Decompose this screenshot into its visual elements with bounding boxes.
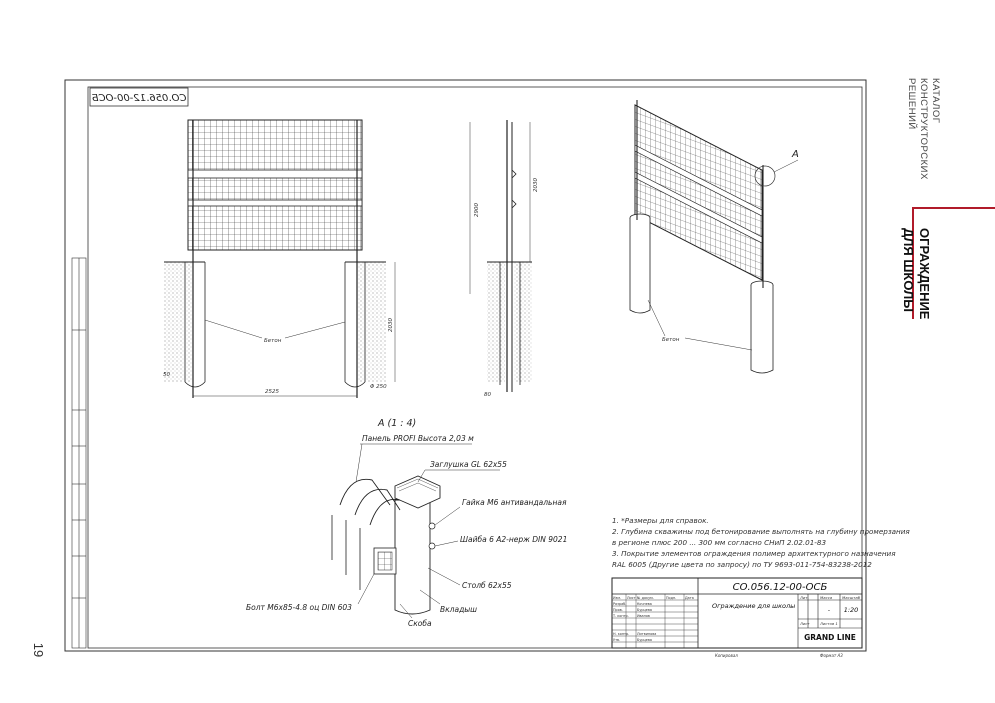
mirrored-code-box: СО.056.12-00-ОСБ: [89, 87, 189, 107]
label-insert: Вкладыш: [440, 605, 477, 614]
col-mass: Масса: [820, 595, 833, 600]
tb-r0-c0: Изм.: [613, 596, 621, 600]
front-dim-height: 2030: [388, 318, 394, 332]
tb-r0-c2: № докум.: [637, 596, 654, 600]
label-panel: Панель PROFI Высота 2,03 м: [362, 434, 474, 443]
col-lit: Лит.: [799, 595, 809, 600]
label-nut: Гайка М6 антивандальная: [462, 498, 567, 507]
copied-label: Копировал: [715, 653, 738, 658]
scale-value: 1:20: [844, 606, 859, 614]
tb-r0-c3: Подп.: [666, 596, 676, 600]
catalog-line-1: КАТАЛОГ: [930, 78, 941, 124]
drawing-border: [87, 86, 863, 649]
side-dim-height: 2030: [533, 178, 539, 192]
front-view: 2525 2030 50 Φ 250 Бетон: [163, 119, 396, 398]
title-block: [611, 577, 863, 649]
col-scale: Масштаб: [842, 595, 861, 600]
catalog-line-2: КОНСТРУКТОРСКИХ: [918, 78, 929, 180]
label-cap: Заглушка GL 62х55: [430, 460, 507, 469]
notes: 1. *Размеры для справок. 2. Глубина сква…: [612, 516, 910, 569]
label-post: Столб 62х55: [462, 581, 512, 590]
side-dim-total: 2900: [474, 203, 480, 217]
sheet-frame: [64, 79, 867, 652]
side-dim-offset: 80: [484, 392, 491, 398]
note-line-1: 1. *Размеры для справок.: [612, 516, 709, 525]
mirrored-code-text: СО.056.12-00-ОСБ: [92, 93, 187, 104]
title-block-text: СО.056.12-00-ОСБ Ограждение для школы Ли…: [612, 582, 861, 658]
sheets-label: Листов 1: [819, 621, 838, 626]
note-line-3: в регионе плюс 200 ... 300 мм согласно С…: [612, 538, 826, 547]
accent-divider: [913, 207, 995, 209]
detail-title: А (1 : 4): [377, 418, 416, 429]
catalog-heading: КАТАЛОГ КОНСТРУКТОРСКИХ РЕШЕНИЙ: [905, 78, 949, 188]
format-label: Формат А3: [820, 653, 843, 658]
note-line-4: 3. Покрытие элементов ограждения полимер…: [612, 549, 896, 558]
tb-r6-c1: Бурцева: [637, 638, 652, 642]
tb-r2-c1: Бурцева: [637, 608, 652, 612]
left-stamp-strip: [71, 257, 87, 649]
tb-r0-c4: Дата: [685, 596, 694, 600]
label-washer: Шайба 6 А2-нерж DIN 9021: [460, 535, 567, 544]
accent-bar: [912, 207, 914, 319]
iso-concrete-label: Бетон: [662, 337, 680, 343]
side-view: 2900 2030 80: [469, 120, 539, 398]
tb-r2-c0: Пров.: [613, 608, 623, 612]
front-dim-width: 2525: [265, 389, 279, 395]
mass-value: -: [828, 607, 830, 614]
sheet-label: Лист: [799, 621, 810, 626]
section-title: ОГРАЖДЕНИЕ ДЛЯ ШКОЛЫ: [900, 228, 950, 338]
catalog-line-3: РЕШЕНИЙ: [906, 78, 917, 130]
section-line-2: ДЛЯ ШКОЛЫ: [901, 228, 916, 312]
tb-r6-c0: Утв.: [613, 638, 620, 642]
technical-drawing: СО.056.12-00-ОСБ 2525 2030 50 Φ 250 Бето…: [64, 79, 910, 658]
tb-r5-c0: Н. контр.: [613, 632, 629, 636]
front-dim-hole: Φ 250: [370, 384, 387, 390]
title-block-code: СО.056.12-00-ОСБ: [733, 582, 828, 593]
tb-r3-c0: Т. контр.: [612, 614, 629, 618]
iso-view: A Бетон: [629, 100, 799, 374]
label-bolt: Болт М6х85-4.8 оц DIN 603: [246, 603, 352, 612]
front-dim-depth: 50: [163, 372, 170, 378]
iso-callout-a: A: [791, 149, 799, 160]
tb-r0-c1: Лист: [627, 596, 636, 600]
title-block-name: Ограждение для школы: [712, 602, 795, 610]
section-line-1: ОГРАЖДЕНИЕ: [917, 228, 932, 320]
note-line-2: 2. Глубина скважины под бетонирование вы…: [612, 527, 910, 536]
front-concrete-label: Бетон: [264, 338, 282, 344]
note-line-5: RAL 6005 (Другие цвета по запросу) по ТУ…: [612, 560, 872, 569]
detail-view: А (1 : 4) Панель PROFI Высота 2,03 м Заг…: [246, 418, 567, 628]
brand-logo: GRAND LINE: [804, 633, 856, 642]
tb-r1-c0: Разраб.: [613, 602, 626, 606]
tb-r3-c1: Иванов: [637, 614, 650, 618]
tb-r1-c1: Кочнева: [637, 602, 652, 606]
label-bracket: Скоба: [408, 619, 432, 628]
tb-r5-c1: Литвинова: [637, 632, 656, 636]
